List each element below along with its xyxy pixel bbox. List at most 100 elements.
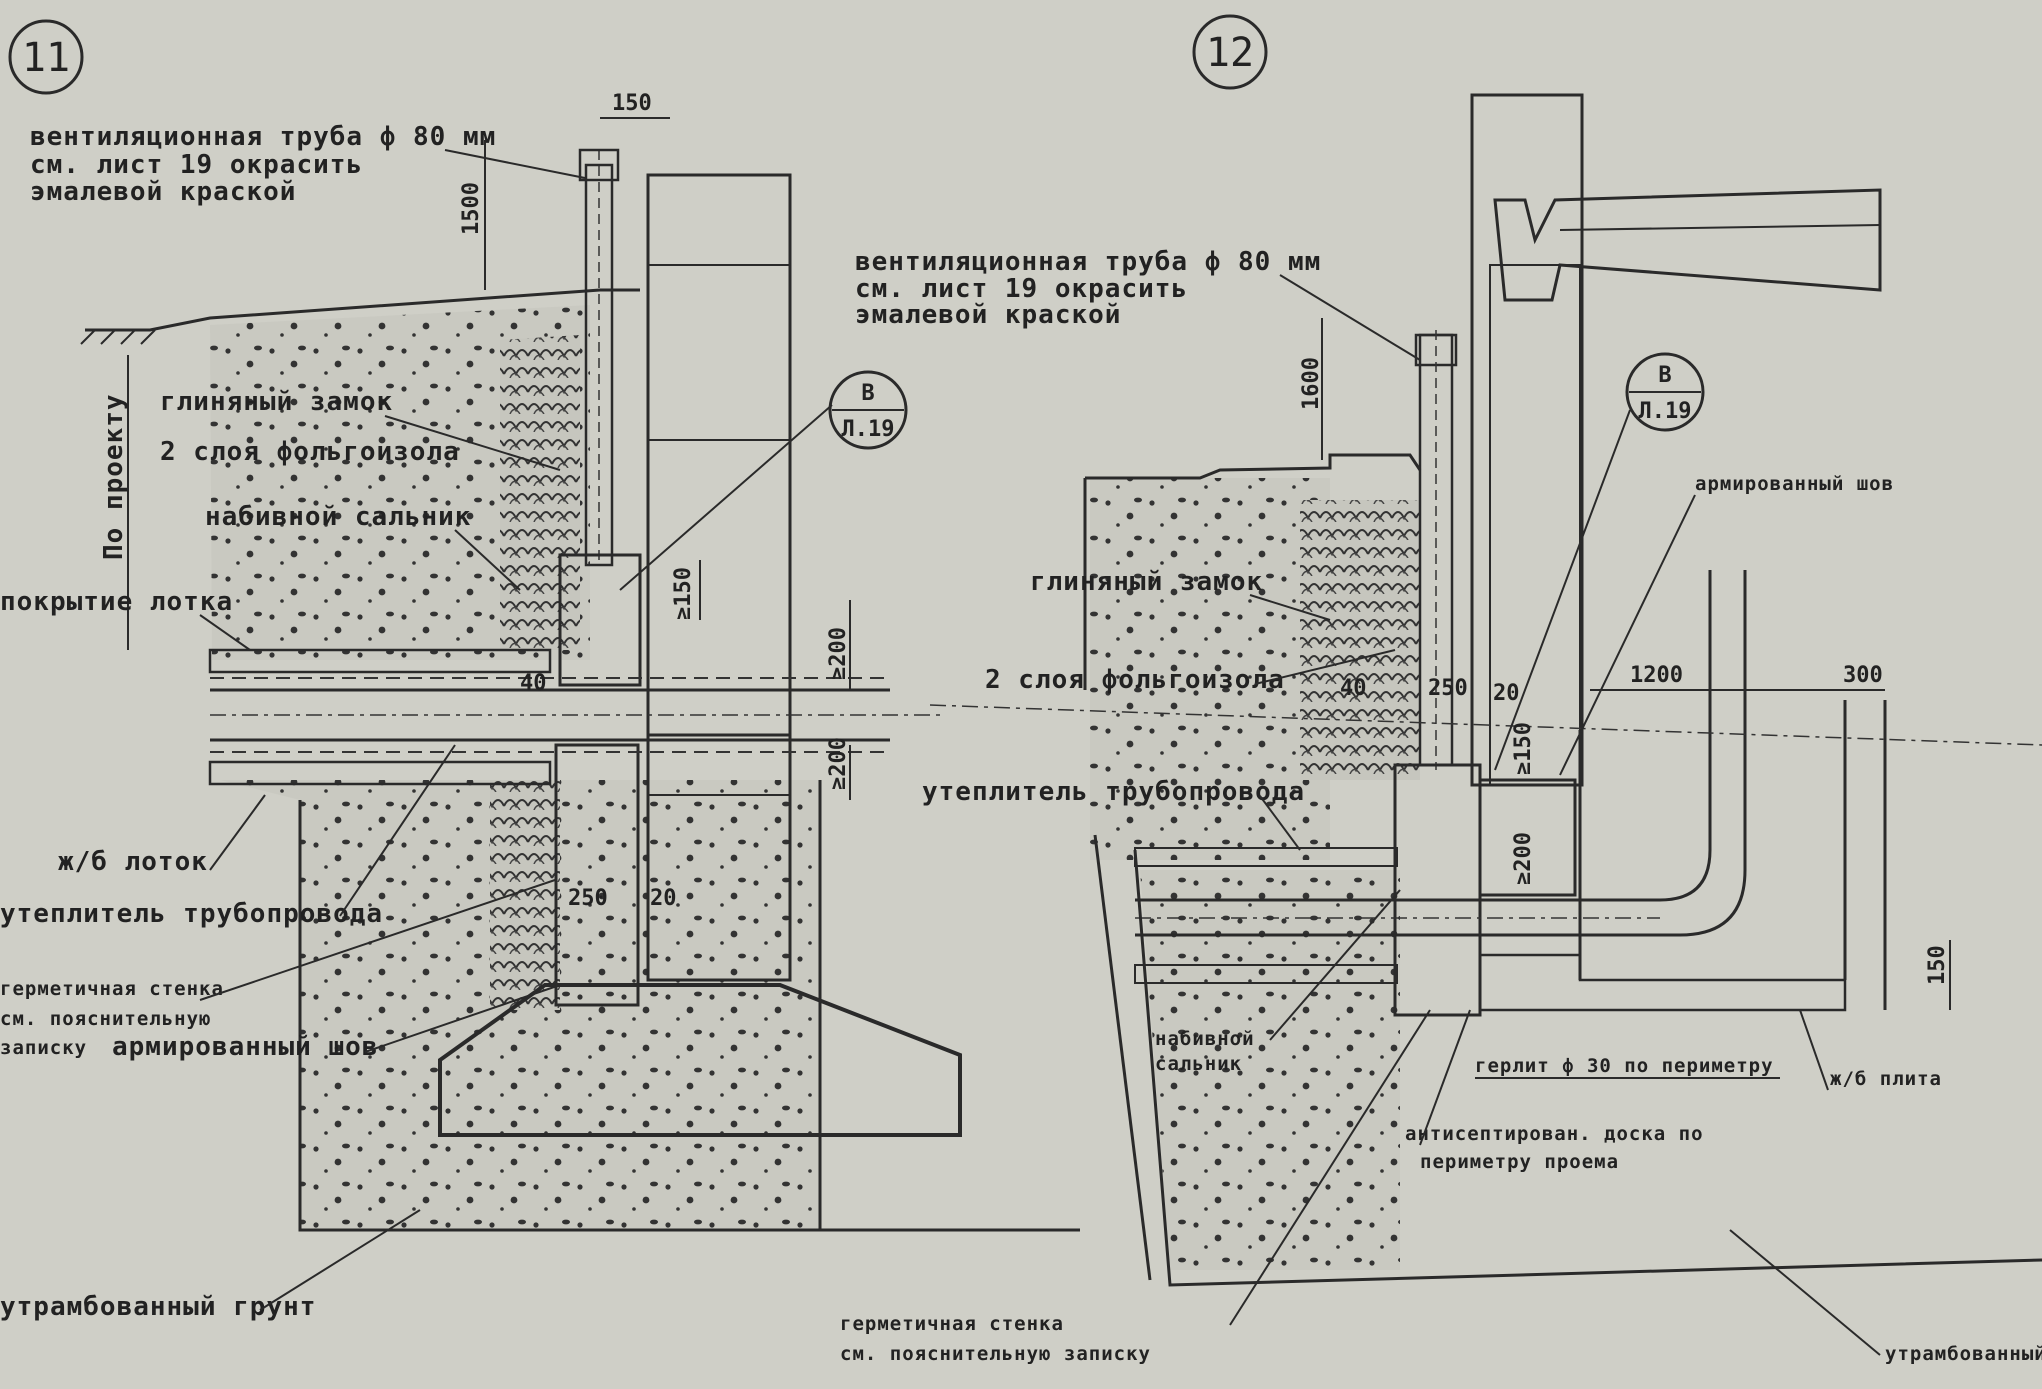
vent-pipe-note-line-3: эмалевой краской xyxy=(30,177,296,207)
dim-250-12: 250 xyxy=(1428,676,1468,701)
sealed-wall-upper xyxy=(558,553,642,687)
callout-b-top: В xyxy=(861,381,874,406)
dim-1600: 1600 xyxy=(1299,357,1324,410)
compacted-soil-label-12: утрамбованный xyxy=(1885,1343,2042,1365)
ground-line-12 xyxy=(1085,453,1422,480)
detail-12-number: 12 xyxy=(1206,30,1254,76)
packed-gland-label-12-line-1: набивной xyxy=(1155,1028,1255,1050)
backfill-soil xyxy=(210,305,590,660)
callout-b-leader xyxy=(619,404,833,591)
pipeline-12-inner xyxy=(1135,570,1747,937)
vent-pipe-cap xyxy=(578,148,620,182)
foundation-footing xyxy=(438,983,962,1137)
sealed-wall-12-block xyxy=(1478,778,1577,897)
sealed-wall-label-2: см. пояснительную xyxy=(0,1008,211,1030)
dim-40-12: 40 xyxy=(1340,676,1367,701)
antiseptic-board-label-12-line-1: антисептирован. доска по xyxy=(1405,1123,1704,1145)
dim-40: 40 xyxy=(520,671,547,696)
dim-20-12: 20 xyxy=(1493,681,1520,706)
callout-b-bottom: Л.19 xyxy=(842,417,895,442)
rc-tray-leader xyxy=(209,794,266,871)
compacted-soil-leader-12 xyxy=(1729,1229,1881,1356)
detail-11: 11 xyxy=(0,19,1080,1322)
dim-150: 150 xyxy=(612,91,652,116)
callout-b-top-12: В xyxy=(1658,363,1671,388)
packed-gland-label: набивной сальник xyxy=(205,502,471,532)
pipe-insulation-label: утеплитель трубопровода xyxy=(0,899,383,929)
compacted-soil-leader xyxy=(259,1209,421,1311)
detail-11-number: 11 xyxy=(22,35,70,81)
callout-b-bottom-12: Л.19 xyxy=(1639,399,1692,424)
dim-150-12: ≥150 xyxy=(1511,722,1536,775)
vent-pipe-note-12-line-2: см. лист 19 окрасить xyxy=(855,274,1188,304)
foil-layers-label: 2 слоя фольгоизола xyxy=(160,437,460,467)
ground-surface-line xyxy=(85,288,640,332)
rc-slab-label-12: ж/б плита xyxy=(1830,1068,1942,1090)
tray-cover-label: покрытие лотка xyxy=(0,587,233,617)
pipeline-12 xyxy=(1135,570,1712,902)
sealed-wall-label-1: герметичная стенка xyxy=(0,978,224,1000)
pipe-insulation-leader xyxy=(339,744,456,917)
clay-lock-leader xyxy=(384,415,561,471)
packed-gland-label-12-line-2: сальник xyxy=(1155,1053,1242,1075)
sealed-wall-leader xyxy=(199,879,556,1001)
wall-lower xyxy=(646,733,792,982)
vent-pipe-note-line-2: см. лист 19 окрасить xyxy=(30,150,363,180)
po-proektu-label: По проекту xyxy=(99,393,129,560)
sealed-wall-leader-12 xyxy=(1229,1009,1431,1326)
wall-12-inner xyxy=(1489,264,1581,786)
vent-pipe-note-12-line-1: вентиляционная труба ф 80 мм xyxy=(855,247,1321,277)
clay-lock xyxy=(500,335,580,650)
foil-layers-leader-12 xyxy=(1254,649,1396,685)
antiseptic-board-label-12-line-2: периметру проема xyxy=(1420,1151,1619,1173)
roof-slab-edge xyxy=(1559,224,1881,231)
dim-200-12: ≥200 xyxy=(1511,832,1536,885)
vent-pipe-leader xyxy=(444,149,586,179)
tray-cover-slab xyxy=(208,648,552,674)
clay-lock-12 xyxy=(1300,500,1420,780)
sealant-label-12: герлит ф 30 по периметру xyxy=(1475,1055,1774,1077)
channel-walls xyxy=(1578,700,1887,1010)
rc-slab-leader-12 xyxy=(1799,1009,1829,1091)
clay-lock-lower xyxy=(490,780,560,1010)
foil-layers-label-12: 2 слоя фольгоизола xyxy=(985,665,1285,695)
pipe-insulation-leader-12 xyxy=(1259,795,1301,851)
vent-pipe-leader-12 xyxy=(1279,274,1421,361)
sealed-wall-label-3: записку xyxy=(0,1037,87,1059)
rc-tray-label: ж/б лоток xyxy=(58,847,208,877)
reinforced-seam-leader xyxy=(364,984,561,1053)
detail-11-number-circle xyxy=(8,19,84,95)
vent-pipe-note-12-line-3: эмалевой краской xyxy=(855,300,1121,330)
antiseptic-board-leader-12 xyxy=(1419,1009,1471,1146)
backfill-soil-12 xyxy=(1090,478,1330,860)
reinforced-seam-leader-12 xyxy=(1559,494,1696,776)
dim-1200-12: 1200 xyxy=(1630,663,1683,688)
dim-150b: ≥150 xyxy=(671,567,696,620)
reinforced-seam-label: армированный шов xyxy=(112,1032,378,1062)
callout-b-leader-12 xyxy=(1494,409,1631,771)
clay-lock-leader-12 xyxy=(1249,594,1331,621)
pit-12 xyxy=(1083,478,2042,1287)
vent-pipe-note-line-1: вентиляционная труба ф 80 мм xyxy=(30,122,496,152)
pipe-tray-12-bottom xyxy=(1134,964,1398,984)
dim-250: 250 xyxy=(568,886,608,911)
detail-12: 12 xyxy=(840,14,2042,1365)
callout-b-circle xyxy=(828,370,908,450)
detail-12-number-circle xyxy=(1192,14,1268,90)
upper-pipe-axis xyxy=(929,704,2042,746)
clay-lock-label: глиняный замок xyxy=(160,387,393,417)
lower-soil-12 xyxy=(1140,870,1400,1270)
compacted-soil-label: утрамбованный грунт xyxy=(0,1292,316,1322)
reinforced-seam-label-12: армированный шов xyxy=(1695,473,1894,495)
dim-200b: ≥200 xyxy=(826,737,851,790)
packed-gland-leader-12 xyxy=(1269,889,1401,1041)
rc-tray-slab xyxy=(208,760,552,786)
callout-b-circle-12 xyxy=(1625,352,1705,432)
sealed-wall-lower xyxy=(554,743,640,1007)
roof-slab xyxy=(1493,188,1882,302)
dim-20: 20 xyxy=(650,886,677,911)
pipe-insulation-label-12: утеплитель трубопровода xyxy=(922,777,1305,807)
dim-200a: ≥200 xyxy=(826,627,851,680)
dim-150b-12: 150 xyxy=(1925,945,1950,985)
